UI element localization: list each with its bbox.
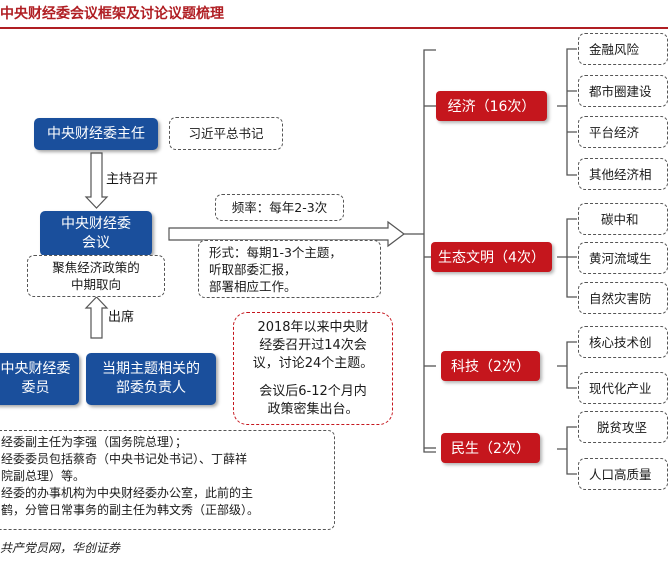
depts-box: 当期主题相关的 部委负责人 [86, 353, 216, 405]
category-economy: 经济（16次） [436, 91, 547, 121]
bracket-main [423, 49, 436, 453]
meeting-box: 中央财经委 会议 [40, 211, 152, 256]
topic-platform-economy: 平台经济 [578, 116, 668, 148]
topic-modern-industry: 现代化产业 [578, 372, 668, 404]
arrow-down-convene [84, 152, 109, 209]
highlight-text-2: 会议后6-12个月内 政策密集出台。 [259, 383, 367, 417]
topic-poverty: 脱贫攻坚 [578, 411, 668, 443]
topic-financial-risk: 金融风险 [578, 33, 668, 65]
chair-box: 中央财经委主任 [34, 118, 158, 150]
topic-population: 人口高质量 [578, 458, 668, 490]
chair-person: 习近平总书记 [169, 117, 283, 150]
bracket-ecology [557, 218, 577, 298]
topic-other-economy: 其他经济相 [578, 158, 668, 190]
note-line: 院副总理）等。 [1, 469, 86, 483]
format-box: 形式：每期1-3个主题， 听取部委汇报， 部署相应工作。 [198, 240, 381, 298]
topic-metro-area: 都市圈建设 [578, 75, 668, 107]
note-line: 鹤，分管日常事务的副主任为韩文秀（正部级）。 [1, 503, 260, 517]
meeting-focus: 聚焦经济政策的 中期取向 [27, 255, 165, 297]
category-livelihood: 民生（2次） [441, 433, 540, 463]
notes-box: 经委副主任为李强（国务院总理）； 经委委员包括蔡奇（中央书记处书记）、丁薛祥 院… [0, 430, 335, 530]
topic-core-tech: 核心技术创 [578, 326, 668, 358]
highlight-box: 2018年以来中央财 经委召开过14次会 议，讨论24个主题。 会议后6-12个… [233, 312, 393, 425]
highlight-text-1: 2018年以来中央财 经委召开过14次会 议，讨论24个主题。 [252, 319, 374, 371]
note-line: 经委副主任为李强（国务院总理）； [1, 435, 188, 449]
arrow-up-attend [84, 296, 109, 339]
bracket-economy [557, 48, 577, 176]
note-line: 经委委员包括蔡奇（中央书记处书记）、丁薛祥 [1, 452, 248, 466]
bracket-tech [557, 341, 577, 389]
title-divider [0, 27, 668, 29]
topic-disaster-prevention: 自然灾害防 [578, 282, 668, 314]
frequency-box: 频率：每年2-3次 [215, 194, 344, 221]
topic-carbon-neutral: 碳中和 [578, 203, 668, 235]
source-note: 共产党员网，华创证券 [0, 541, 121, 555]
members-box: 中央财经委 委员 [0, 353, 79, 405]
bracket-livelihood [557, 426, 577, 475]
note-line: 经委的办事机构为中央财经委办公室，此前的主 [1, 486, 254, 500]
attend-label: 出席 [108, 310, 135, 325]
page-title: 中央财经委会议框架及讨论议题梳理 [0, 6, 224, 22]
convene-label: 主持召开 [106, 172, 159, 187]
category-ecology: 生态文明（4次） [431, 242, 552, 272]
topic-yellow-river: 黄河流域生 [578, 242, 668, 274]
category-tech: 科技（2次） [441, 351, 540, 381]
